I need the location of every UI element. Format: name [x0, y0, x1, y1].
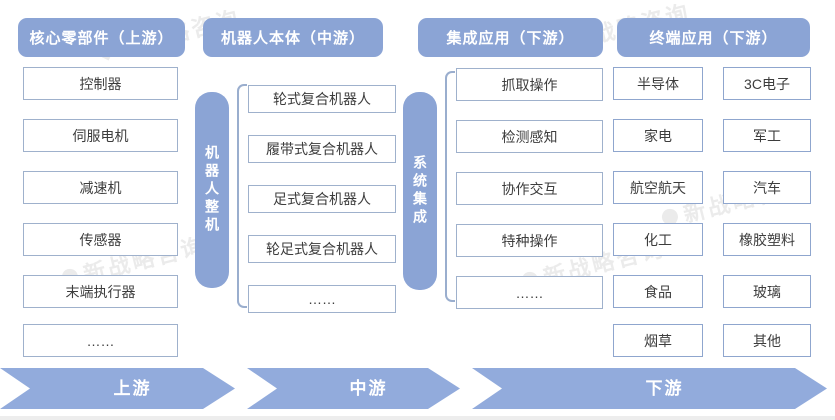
robot-body-item: 足式复合机器人 [248, 185, 396, 213]
header-integration-apps: 集成应用（下游） [418, 18, 603, 57]
header-terminal-apps: 终端应用（下游） [617, 18, 810, 57]
integration-app-item: 协作交互 [456, 172, 603, 205]
core-component-item: 减速机 [23, 171, 178, 204]
terminal-app-item: 航空航天 [613, 171, 703, 204]
core-component-item: 传感器 [23, 223, 178, 256]
integration-app-item: 特种操作 [456, 224, 603, 257]
core-component-item: …… [23, 324, 178, 357]
terminal-app-item: 其他 [723, 324, 811, 357]
core-component-item: 伺服电机 [23, 119, 178, 152]
terminal-app-item: 橡胶塑料 [723, 223, 811, 256]
robot-body-item: 轮式复合机器人 [248, 85, 396, 113]
terminal-app-item: 玻璃 [723, 275, 811, 308]
bracket-robot-body [237, 84, 247, 308]
core-component-item: 末端执行器 [23, 275, 178, 308]
bottom-edge-line [0, 416, 835, 420]
terminal-app-item: 食品 [613, 275, 703, 308]
terminal-app-item: 军工 [723, 119, 811, 152]
integration-app-item: 检测感知 [456, 120, 603, 153]
flow-arrow-midstream-shape [247, 368, 460, 409]
header-core-components: 核心零部件（上游） [18, 18, 185, 57]
robot-body-item: …… [248, 285, 396, 313]
integration-app-item: …… [456, 276, 603, 309]
terminal-app-item: 3C电子 [723, 67, 811, 100]
robot-machine-bar: 机器人整机 [195, 92, 229, 288]
terminal-app-item: 半导体 [613, 67, 703, 100]
header-robot-body: 机器人本体（中游） [203, 18, 383, 57]
integration-app-item: 抓取操作 [456, 68, 603, 101]
terminal-app-item: 烟草 [613, 324, 703, 357]
flow-label-midstream: 中游 [349, 379, 388, 398]
robot-body-item: 履带式复合机器人 [248, 135, 396, 163]
terminal-app-item: 化工 [613, 223, 703, 256]
system-integration-bar: 系统集成 [403, 92, 437, 290]
core-component-item: 控制器 [23, 67, 178, 100]
flow-arrow-band [0, 368, 827, 409]
flow-arrow-downstream-shape [472, 368, 827, 409]
flow-arrow-upstream-shape [0, 368, 235, 409]
robot-body-item: 轮足式复合机器人 [248, 235, 396, 263]
terminal-app-item: 汽车 [723, 171, 811, 204]
bracket-integration-apps [445, 71, 455, 302]
terminal-app-item: 家电 [613, 119, 703, 152]
flow-label-upstream: 上游 [113, 379, 152, 398]
flow-label-downstream: 下游 [645, 379, 684, 398]
